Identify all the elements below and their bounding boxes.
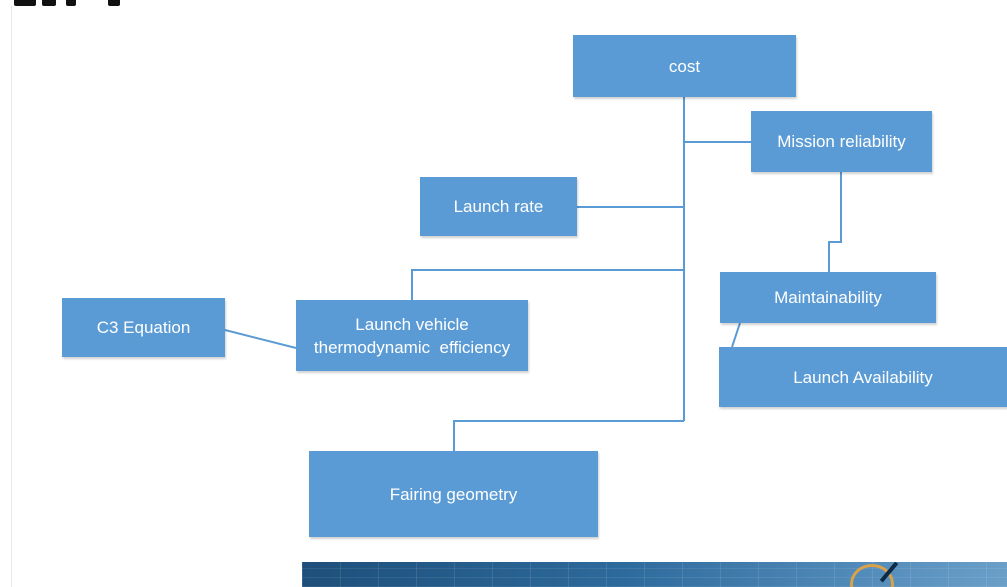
fairing-geometry-node-label: Fairing geometry (389, 484, 518, 504)
mission-reliability-node-label: Mission reliability (777, 132, 906, 151)
connector-trunk-fairing-geometry (453, 420, 684, 451)
cropped-heading-glyph (42, 0, 56, 6)
maintainability-node: Maintainability (720, 272, 936, 323)
cropped-heading-glyph (108, 0, 120, 6)
lv-efficiency-node: Launch vehicle thermodynamic efficiency (296, 300, 528, 371)
cropped-heading-glyph (14, 0, 36, 6)
lv-efficiency-node-label-line1: Launch vehicle (355, 314, 469, 334)
launch-rate-node: Launch rate (420, 177, 577, 236)
cost-node-label: cost (668, 56, 701, 76)
connector-maintainability-launch-availability (731, 322, 741, 348)
mission-reliability-node: Mission reliability (751, 111, 932, 172)
connector-trunk-lv-efficiency (411, 269, 684, 300)
cropped-heading-glyph (66, 0, 76, 6)
cost-node: cost (573, 35, 796, 97)
c3-equation-node: C3 Equation (62, 298, 225, 357)
cropped-heading-strip (0, 0, 1007, 6)
maintainability-node-label: Maintainability (774, 288, 882, 307)
footer-blueprint-grid (302, 562, 1007, 587)
lv-efficiency-node-label-line2: thermodynamic efficiency (313, 337, 511, 357)
footer-image-band (302, 562, 1007, 587)
fairing-geometry-node: Fairing geometry (309, 451, 598, 537)
connector-c3-lv-efficiency (224, 329, 297, 349)
connector-mission-reliability-maintainability (828, 172, 842, 272)
launch-rate-node-label: Launch rate (453, 197, 544, 216)
launch-availability-node-label: Launch Availability (793, 367, 933, 387)
c3-equation-node-label: C3 Equation (96, 318, 191, 337)
launch-availability-node: Launch Availability (719, 347, 1007, 407)
